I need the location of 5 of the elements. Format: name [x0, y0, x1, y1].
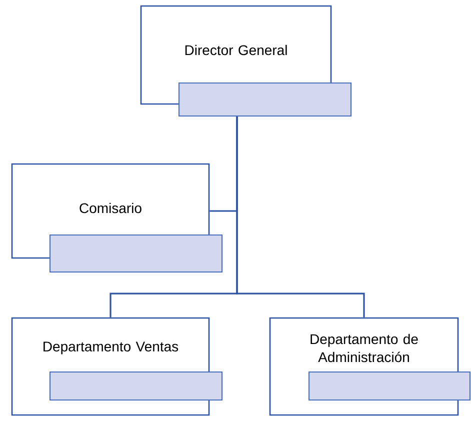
org-box: Director General: [140, 5, 352, 117]
org-box: Comisario: [11, 163, 223, 273]
connector-line: [236, 116, 365, 318]
org-box: Departamento Ventas: [11, 317, 223, 416]
org-box: Departamento de Administración: [269, 317, 471, 416]
